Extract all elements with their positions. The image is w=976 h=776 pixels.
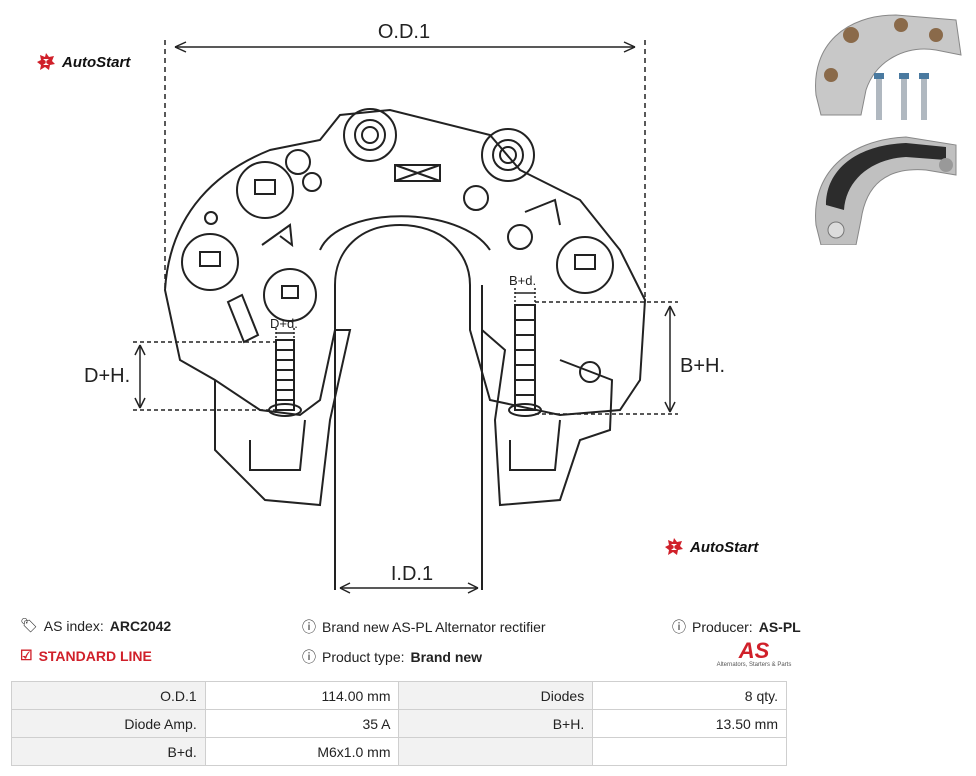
standard-line-badge: ☑ STANDARD LINE bbox=[20, 647, 152, 664]
info-icon: ⓘ bbox=[672, 619, 686, 635]
od-label: O.D.1 bbox=[378, 21, 430, 43]
bh-label: B+H. bbox=[680, 355, 725, 377]
as-index: 🏷 AS index: ARC2042 bbox=[20, 617, 171, 634]
spec-value bbox=[592, 737, 787, 766]
autostart-logo-text: AutoStart bbox=[690, 538, 759, 556]
standard-line-text: STANDARD LINE bbox=[38, 647, 152, 664]
autostart-logo-text: AutoStart bbox=[62, 53, 131, 71]
info-icon: ⓘ bbox=[302, 619, 316, 635]
spec-label: B+H. bbox=[398, 709, 594, 738]
spec-value: 114.00 mm bbox=[204, 681, 400, 710]
as-pl-logo-tagline: Alternators, Starters & Parts bbox=[716, 662, 792, 668]
producer: ⓘ Producer: AS-PL bbox=[672, 617, 801, 637]
autostart-logo-icon bbox=[37, 53, 55, 70]
producer-label: Producer: bbox=[692, 619, 753, 635]
description: ⓘ Brand new AS-PL Alternator rectifier bbox=[302, 617, 546, 637]
product-type-value: Brand new bbox=[410, 649, 483, 665]
table-row: O.D.1 114.00 mm Diodes 8 qty. bbox=[11, 681, 787, 710]
bd-label: B+d. bbox=[509, 273, 536, 288]
info-icon: ⓘ bbox=[302, 649, 316, 665]
spec-value: M6x1.0 mm bbox=[204, 737, 400, 766]
product-type: ⓘ Product type: Brand new bbox=[302, 647, 482, 667]
product-photo-bottom bbox=[815, 136, 957, 245]
id-label: I.D.1 bbox=[391, 563, 433, 585]
autostart-logo-icon bbox=[665, 538, 683, 555]
dh-label: D+H. bbox=[84, 365, 130, 387]
autostart-logo: AutoStart bbox=[36, 52, 130, 72]
spec-table: O.D.1 114.00 mm Diodes 8 qty. Diode Amp.… bbox=[11, 681, 787, 766]
spec-label: O.D.1 bbox=[11, 681, 206, 710]
description-text: Brand new AS-PL Alternator rectifier bbox=[322, 619, 546, 635]
producer-value: AS-PL bbox=[758, 619, 801, 635]
spec-label: B+d. bbox=[11, 737, 206, 766]
spec-value: 13.50 mm bbox=[592, 709, 787, 738]
as-index-value: ARC2042 bbox=[109, 617, 172, 634]
rectifier-technical-drawing: O.D.1 I.D.1 D+H. B+H. D+d. B+d. bbox=[84, 21, 725, 594]
tag-icon: 🏷 bbox=[20, 617, 38, 633]
spec-label: Diodes bbox=[398, 681, 594, 710]
checkbox-icon: ☑ bbox=[20, 647, 33, 663]
as-pl-logo-text: AS bbox=[738, 638, 770, 663]
spec-value: 8 qty. bbox=[592, 681, 787, 710]
as-pl-logo: AS Alternators, Starters & Parts bbox=[716, 638, 792, 669]
as-index-label: AS index: bbox=[43, 617, 104, 634]
spec-label bbox=[398, 737, 594, 766]
product-type-label: Product type: bbox=[322, 649, 405, 665]
table-row: B+d. M6x1.0 mm bbox=[11, 737, 787, 766]
spec-value: 35 A bbox=[204, 709, 400, 738]
product-photo-top bbox=[815, 14, 962, 120]
autostart-logo-secondary: AutoStart bbox=[664, 537, 758, 557]
dd-label: D+d. bbox=[270, 316, 298, 331]
spec-label: Diode Amp. bbox=[11, 709, 206, 738]
table-row: Diode Amp. 35 A B+H. 13.50 mm bbox=[11, 709, 787, 738]
